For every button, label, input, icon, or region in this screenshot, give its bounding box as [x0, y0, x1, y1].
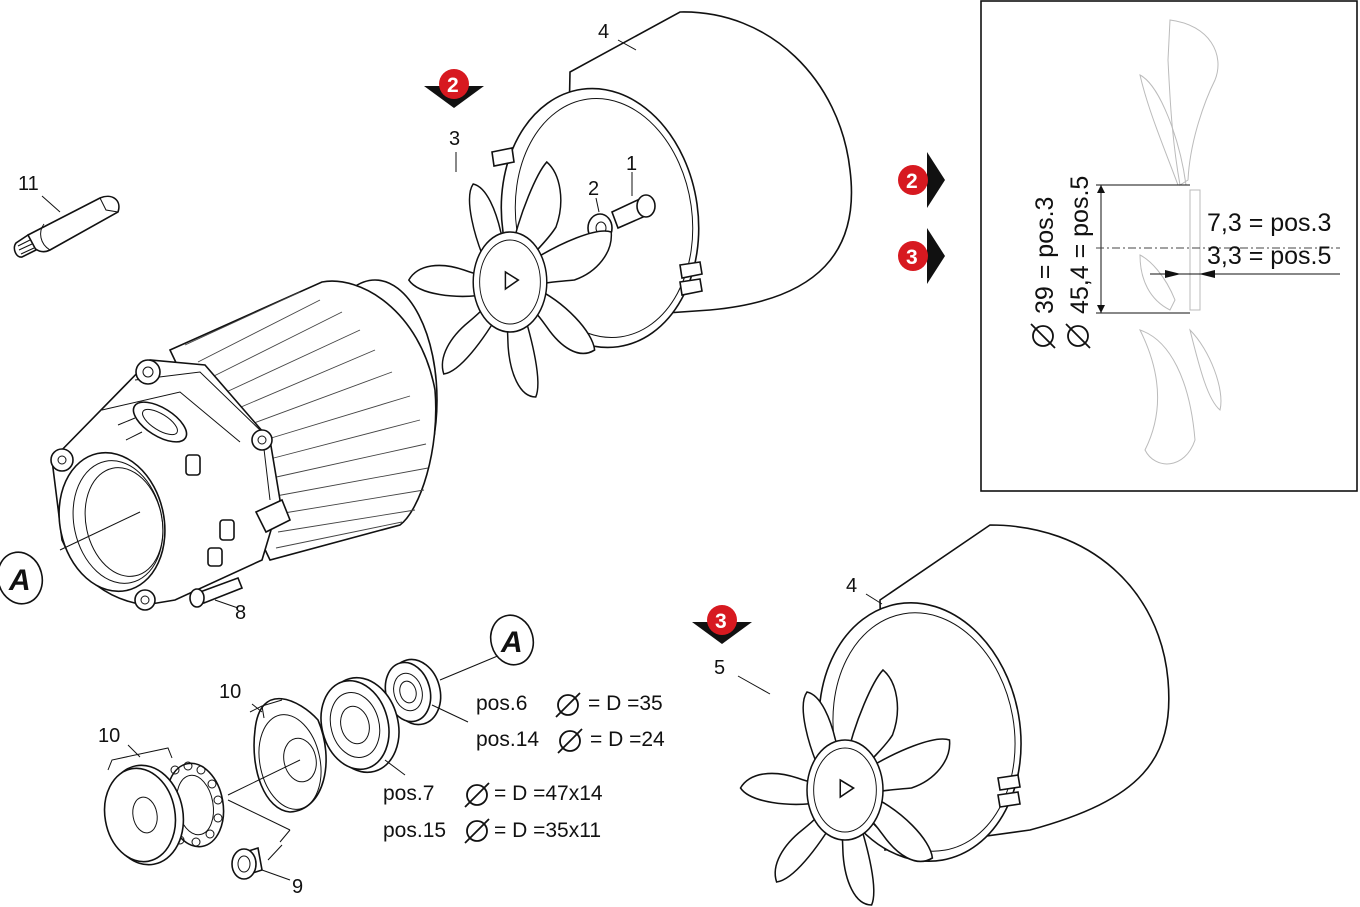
marker-2-detail-label: 2 — [906, 170, 918, 193]
spec-pos15: pos.15 = D =35x11 — [383, 818, 601, 844]
screw-8 — [189, 576, 244, 609]
end-cap — [253, 697, 327, 813]
callout-3: 3 — [449, 128, 460, 150]
screw-9 — [231, 844, 291, 881]
diameter-symbol-icon — [464, 818, 490, 844]
callout-8: 8 — [235, 602, 246, 624]
callout-10-lower: 10 — [98, 725, 120, 747]
detail-dia-pos3: 39 = pos.3 — [1031, 197, 1059, 314]
detail-dimension-pos5: 45,4 = pos.5 — [1065, 176, 1094, 349]
spec-pos7-value: = D =47x14 — [494, 782, 603, 805]
bearing-small — [384, 658, 442, 726]
bearing-large — [320, 676, 400, 774]
callout-4-top: 4 — [598, 21, 609, 43]
motor-housing — [50, 279, 438, 611]
marker-3-detail-label: 3 — [906, 246, 918, 269]
grease-tube — [13, 195, 120, 258]
detail-inset — [980, 0, 1358, 492]
spec-pos6-label: pos.6 — [476, 692, 527, 715]
callout-2: 2 — [588, 178, 599, 200]
washer — [103, 764, 185, 866]
spec-pos7: pos.7 = D =47x14 — [383, 782, 603, 808]
detail-offset-pos5: 3,3 = pos.5 — [1207, 242, 1331, 270]
spec-pos15-label: pos.15 — [383, 819, 446, 842]
marker-2-fan: 2 — [424, 69, 484, 108]
callout-5: 5 — [714, 657, 725, 679]
callout-1: 1 — [626, 153, 637, 175]
detail-offset-pos3: 7,3 = pos.3 — [1207, 209, 1331, 237]
detail-dimension-pos3: 39 = pos.3 — [1030, 197, 1059, 349]
spec-pos6-value: = D =35 — [588, 692, 663, 715]
diameter-symbol-icon — [464, 782, 490, 808]
diameter-symbol-icon — [555, 692, 581, 718]
reference-a-bearings: A — [489, 614, 535, 666]
marker-3-detail: 3 — [898, 228, 945, 284]
screw-1 — [610, 172, 656, 230]
marker-2-detail: 2 — [898, 152, 945, 208]
diameter-symbol-icon — [557, 728, 583, 754]
callout-10-upper: 10 — [219, 681, 241, 703]
callout-9: 9 — [292, 876, 303, 898]
spec-pos14-value: = D =24 — [590, 728, 665, 751]
marker-3-label: 3 — [715, 610, 727, 633]
reference-a-label-1: A — [8, 564, 31, 597]
marker-3-fan: 3 — [692, 605, 752, 644]
spec-pos14-label: pos.14 — [476, 728, 539, 751]
spec-pos6: pos.6 = D =35 — [476, 692, 663, 718]
callout-4-bottom: 4 — [846, 575, 857, 597]
callout-11: 11 — [18, 173, 39, 195]
spec-pos14: pos.14 = D =24 — [476, 728, 665, 754]
spec-pos15-value: = D =35x11 — [494, 819, 601, 842]
spec-pos7-label: pos.7 — [383, 782, 434, 805]
marker-2-label: 2 — [447, 74, 459, 97]
reference-a-label-2: A — [500, 626, 523, 659]
detail-dia-pos5: 45,4 = pos.5 — [1066, 176, 1094, 314]
reference-a-housing: A — [0, 551, 44, 605]
